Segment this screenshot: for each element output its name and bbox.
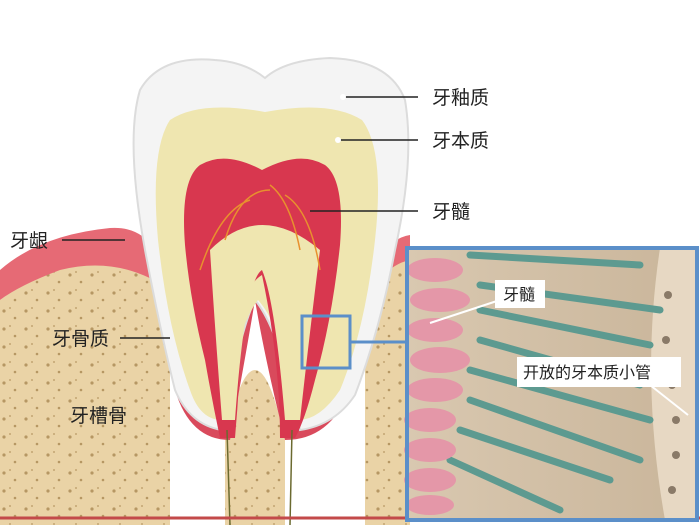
alveolar-bone-label: 牙槽骨 xyxy=(70,405,127,427)
dentin-label: 牙本质 xyxy=(432,130,489,152)
cementum-label: 牙骨质 xyxy=(52,328,109,350)
leader-lines xyxy=(62,96,418,339)
blood-vessels xyxy=(199,184,321,525)
pulp-label: 牙髓 xyxy=(432,201,470,223)
dentin-tubules-inset: 牙髓 开放的牙本质小管 xyxy=(404,246,699,522)
enamel-label: 牙釉质 xyxy=(432,87,489,109)
open-tubules-label: 开放的牙本质小管 xyxy=(523,363,651,382)
inset-pulp-label: 牙髓 xyxy=(503,285,535,304)
gum-label: 牙龈 xyxy=(10,230,48,252)
